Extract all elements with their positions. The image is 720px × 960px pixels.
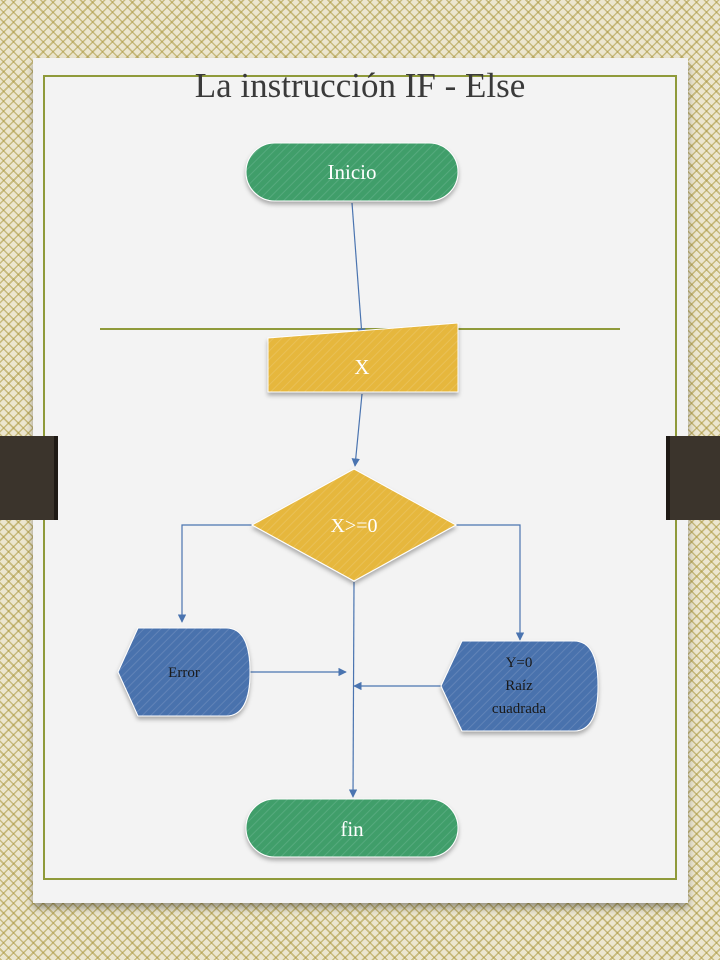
decision-node	[250, 468, 458, 582]
right-tab	[666, 436, 720, 520]
input-node-label: X	[354, 355, 369, 379]
input-node	[267, 322, 459, 393]
connector-decision-to-process	[456, 524, 525, 641]
process-node-label-line-1: Y=0	[506, 655, 533, 671]
connector-input-to-decision	[351, 393, 363, 467]
decision-node-label: X>=0	[330, 515, 377, 537]
connector-decision-to-end	[348, 581, 358, 798]
connectors	[177, 202, 525, 798]
connector-start-to-input	[351, 202, 366, 337]
end-node-label: fin	[340, 817, 364, 841]
end-node	[245, 798, 459, 858]
process-node	[440, 640, 599, 732]
page-title: La instrucción IF - Else	[194, 66, 526, 105]
error-node	[117, 627, 251, 717]
process-node-label-line-2: Raíz	[505, 678, 533, 694]
start-node-label: Inicio	[328, 160, 377, 184]
error-node-label: Error	[168, 665, 200, 681]
left-tab	[0, 436, 58, 520]
process-node-label-line-3: cuadrada	[492, 701, 546, 717]
start-node	[245, 142, 459, 202]
connector-decision-to-error	[177, 524, 252, 623]
